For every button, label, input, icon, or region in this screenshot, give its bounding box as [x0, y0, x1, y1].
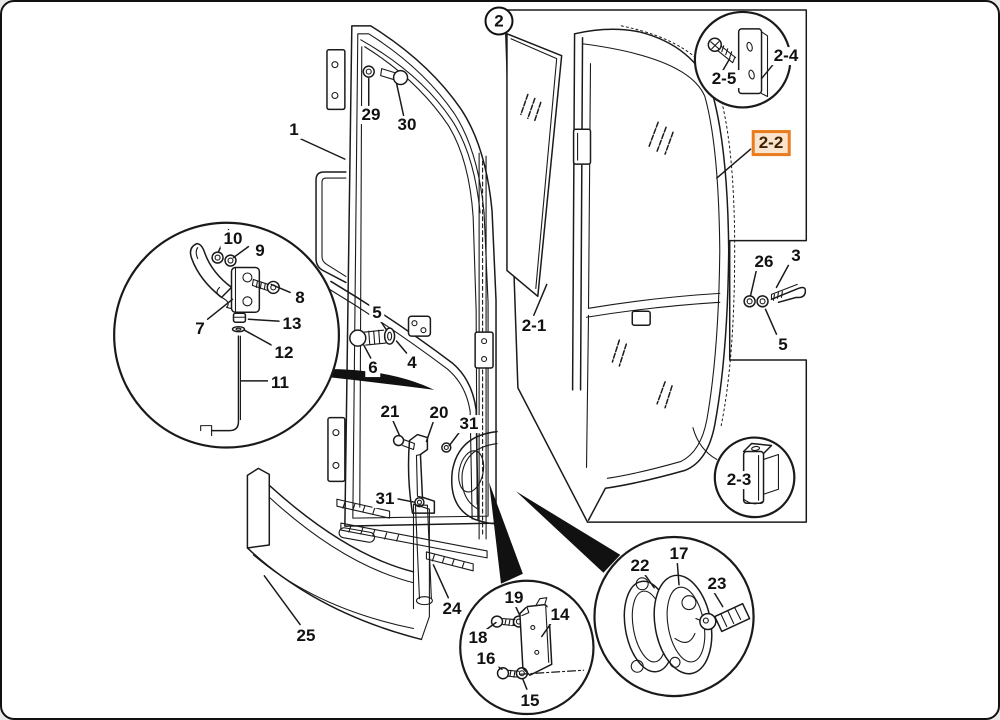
callout-9[interactable]: 9 [252, 242, 268, 260]
callout-19[interactable]: 19 [501, 589, 527, 607]
callout-18[interactable]: 18 [465, 629, 491, 647]
callout-16[interactable]: 16 [473, 650, 499, 668]
callout-21[interactable]: 21 [377, 403, 403, 421]
callout-30[interactable]: 30 [394, 116, 420, 134]
callout-13[interactable]: 13 [279, 315, 305, 333]
glass-stop-assembly [349, 327, 396, 347]
latch-bracket-20 [407, 433, 436, 514]
washer-26 [743, 295, 756, 308]
callout-14[interactable]: 14 [547, 606, 573, 624]
nut-5 [756, 295, 769, 308]
callout-25[interactable]: 25 [293, 627, 319, 645]
callout-2-5[interactable]: 2-5 [708, 70, 740, 88]
callout-10[interactable]: 10 [220, 230, 246, 248]
interior-handle-7 [189, 242, 261, 314]
callout-5-door[interactable]: 5 [369, 304, 385, 322]
callout-29[interactable]: 29 [358, 106, 384, 124]
handle-recess [450, 430, 498, 525]
lower-panel-25 [246, 467, 430, 641]
callout-2-2-highlighted[interactable]: 2-2 [751, 130, 791, 156]
sill-strip-24 [425, 551, 474, 572]
bolt-21 [392, 434, 416, 451]
glass-sparkles-lower [611, 339, 673, 409]
callout-24[interactable]: 24 [439, 600, 465, 618]
washer-15 [515, 667, 529, 680]
washer-12 [231, 325, 246, 333]
detail-circle-handle [113, 221, 340, 449]
callout-22[interactable]: 22 [627, 557, 653, 575]
callout-3[interactable]: 3 [788, 247, 804, 265]
nut-9 [224, 254, 237, 267]
bolt-30 [380, 68, 409, 86]
fastener-group-right [743, 283, 807, 308]
detail-circle-clip [713, 436, 796, 519]
nut-13 [232, 312, 247, 323]
mounting-plate-right [474, 331, 494, 369]
callout-26[interactable]: 26 [751, 253, 777, 271]
hook-bolt-3 [770, 283, 807, 304]
callout-31-lower[interactable]: 31 [372, 490, 398, 508]
region-box-2 [504, 9, 808, 523]
door-seal-2-2 [571, 25, 736, 521]
callout-20[interactable]: 20 [426, 404, 452, 422]
screw-2-5 [707, 37, 737, 64]
callout-4[interactable]: 4 [404, 354, 420, 372]
callout-15[interactable]: 15 [517, 692, 543, 710]
door-frame-1 [315, 25, 498, 606]
callout-12[interactable]: 12 [271, 344, 297, 362]
callout-2[interactable]: 2 [484, 6, 514, 36]
striker-plate-2-4 [737, 28, 769, 98]
washer-10 [211, 251, 224, 264]
callout-17[interactable]: 17 [666, 545, 692, 563]
key-23 [695, 602, 751, 633]
door-pull-handle [315, 171, 347, 284]
bolt-16 [496, 667, 520, 680]
mounting-plate-mid [407, 315, 432, 337]
callout-31-upper[interactable]: 31 [456, 415, 482, 433]
nut-31-upper [441, 442, 452, 453]
callout-6[interactable]: 6 [365, 359, 381, 377]
callout-7[interactable]: 7 [192, 320, 208, 338]
link-rod-11 [200, 335, 241, 437]
glass-sparkles-upper [648, 121, 674, 155]
callout-1[interactable]: 1 [286, 121, 302, 139]
callout-23[interactable]: 23 [704, 575, 730, 593]
callout-2-4[interactable]: 2-4 [770, 47, 802, 65]
bolt-8 [251, 278, 280, 295]
hinge-plate-upper [326, 48, 346, 111]
hinge-plate-lower [327, 416, 346, 483]
pointer-swooshes [325, 368, 621, 584]
striker-bracket-14 [519, 597, 585, 676]
callout-11[interactable]: 11 [268, 374, 292, 392]
callout-8[interactable]: 8 [292, 289, 308, 307]
washer-29 [362, 65, 375, 78]
sliding-glass-2-1 [506, 33, 563, 298]
callout-5-frame[interactable]: 5 [775, 336, 791, 354]
glass-sparkles-2-1 [520, 93, 542, 122]
callout-2-1[interactable]: 2-1 [518, 317, 550, 335]
callout-2-3[interactable]: 2-3 [723, 471, 755, 489]
